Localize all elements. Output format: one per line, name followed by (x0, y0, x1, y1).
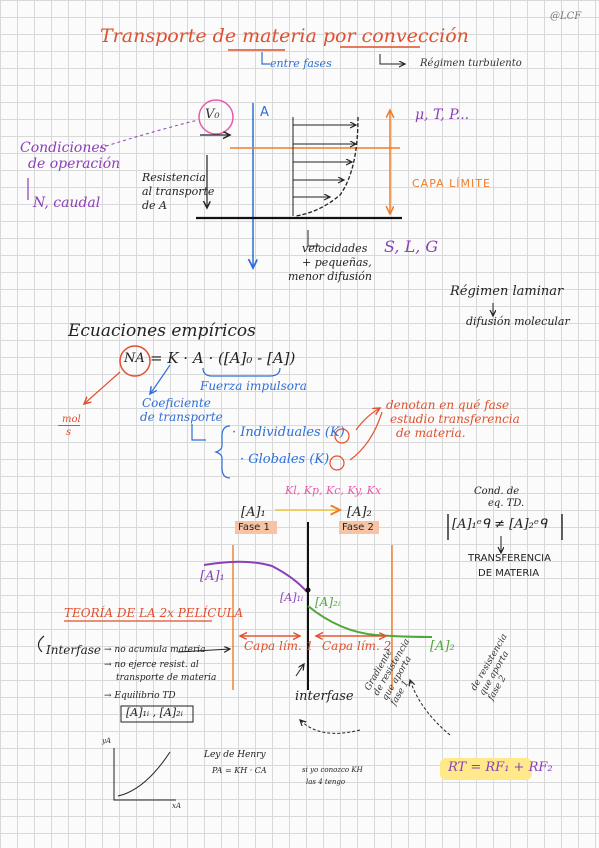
properties-label: μ, T, P... (415, 107, 470, 123)
regimen-laminar-label: Régimen laminar (450, 284, 564, 299)
k-ind-circle (334, 428, 350, 444)
na-circle (119, 345, 151, 377)
globales-label: · Globales (K) (240, 452, 330, 467)
denotan-arrow-2 (349, 411, 383, 461)
A2-right: [A]₂ (430, 639, 455, 654)
v0-circle (198, 99, 234, 135)
units-numerator: mol (62, 414, 81, 425)
ecuilibrio-box (120, 705, 194, 723)
axis-A-label: A (260, 105, 269, 120)
velocidades-line2: + pequeñas, (302, 256, 372, 269)
transferencia-line2: DE MATERIA (478, 568, 540, 579)
bullet-equilibrio: → Equilibrio TD (104, 691, 176, 701)
interfase-hook (37, 635, 45, 653)
henry-note-1: si yo conozco KH (302, 766, 363, 774)
ecuaciones-title: Ecuaciones empíricos (68, 321, 256, 341)
A1-left: [A]₁ (200, 569, 225, 584)
capa-limite-label: CAPA LÍMITE (412, 177, 491, 190)
velocity-profile-curve (295, 116, 359, 217)
fase2-label: Fase 2 (342, 522, 374, 533)
regimen-turb-arrow (379, 54, 405, 64)
velocidades-line3: menor difusión (288, 270, 372, 283)
condiciones-line2: de operación (28, 156, 121, 172)
fase1-highlight (235, 521, 277, 534)
teoria-title: TEORÍA DE LA 2x PELÍCULA (64, 606, 244, 620)
interfase-to-line-arrow (177, 649, 230, 652)
coef-hook (191, 424, 206, 441)
bullet-no-ejerce-1: → no ejerce resist. al (104, 660, 199, 670)
cond-title-line2: eq. TD. (488, 498, 525, 509)
velocidades-line1: velocidades (302, 242, 368, 255)
equation-body: = K · A · ([A]₀ - [A]) (150, 349, 296, 367)
concentration-phase1 (203, 560, 308, 593)
plot-ya-label: yA (102, 737, 112, 745)
henry-note-2: las 4 tengo (306, 778, 346, 786)
v0-label: V₀ (205, 107, 220, 122)
tipos-brace (214, 425, 231, 479)
fuerza-impulsora-label: Fuerza impulsora (200, 379, 307, 393)
bullet-no-acumula: → no acumula materia (104, 645, 206, 655)
plot-xa-label: xA (172, 802, 182, 810)
denotan-line2: estudio transferencia (390, 412, 520, 426)
denotan-arrow (355, 408, 380, 431)
henry-plot-axes (113, 748, 176, 801)
henry-title: Ley de Henry (204, 750, 266, 760)
A2i-label: [A]₂ᵢ (315, 595, 341, 609)
bullet-no-ejerce-2: transporte de materia (116, 673, 217, 683)
capa1-label: Capa lím. 1 (244, 639, 314, 653)
difusion-molecular-label: difusión molecular (466, 315, 570, 328)
page-title: Transporte de materia por convección (100, 25, 469, 47)
resistencia-line2: al transporte (142, 185, 215, 198)
interfase-arrow (295, 664, 304, 677)
units-divider (58, 425, 80, 426)
equilibrio-values: [A]₁ᵢ , [A]₂ᵢ (126, 706, 183, 719)
interfase-label: interfase (295, 689, 354, 704)
na-symbol: NA (124, 351, 145, 366)
entre-fases-note: entre fases (270, 57, 332, 70)
fuerza-bracket (202, 367, 281, 377)
signature: @LCF (550, 11, 582, 22)
n-caudal-label: N, caudal (33, 195, 101, 211)
velocity-arrows (293, 125, 356, 197)
cond-title-line1: Cond. de (474, 486, 520, 497)
k-list: Kl, Kp, Kc, Ky, Kx (285, 484, 382, 497)
A1-top: [A]₁ (241, 505, 266, 520)
na-units-arrow (84, 371, 121, 404)
coeficiente-line1: Coeficiente (142, 396, 211, 410)
units-denominator: s (66, 427, 72, 438)
slg-label: S, L, G (384, 237, 439, 256)
k-glob-circle (329, 455, 345, 471)
henry-plot-curve (117, 751, 171, 797)
gradiente-arrow (300, 720, 361, 734)
fase1-label: Fase 1 (238, 522, 270, 533)
henry-equation: PA = KH · CA (212, 766, 267, 775)
cond-equation: [A]₁ᵉᑫ ≠ [A]₂ᵉᑫ (452, 517, 548, 532)
condiciones-line1: Condiciones (20, 140, 107, 156)
A2-top: [A]₂ (347, 505, 372, 520)
individuales-label: · Individuales (K) (232, 425, 345, 440)
coef-arrow (150, 364, 171, 394)
res-f2-arrow (410, 680, 451, 736)
denotan-line3: de materia. (396, 426, 466, 440)
rt-equation: RT = RF₁ + RF₂ (448, 760, 553, 775)
coeficiente-line2: de transporte (140, 410, 223, 424)
regimen-turbulento-note: Régimen turbulento (420, 58, 522, 69)
resistencia-line3: de A (142, 199, 167, 212)
interfase-heading: Interfase (46, 643, 101, 657)
interface-point (305, 587, 311, 593)
rt-highlight (440, 758, 532, 780)
denotan-line1: denotan en qué fase (386, 398, 510, 412)
fase2-highlight (339, 521, 379, 534)
concentration-phase2 (307, 605, 433, 638)
capa2-label: Capa lím. 2 (322, 639, 392, 653)
A1i-label: [A]₁ᵢ (280, 591, 304, 604)
resistencia-line1: Resistencia (142, 171, 206, 184)
entre-fases-bracket (261, 52, 270, 65)
velocidades-arrow (307, 230, 320, 247)
condiciones-dashed-arrow (99, 119, 199, 149)
transferencia-line1: TRANSFERENCIA (468, 553, 551, 564)
